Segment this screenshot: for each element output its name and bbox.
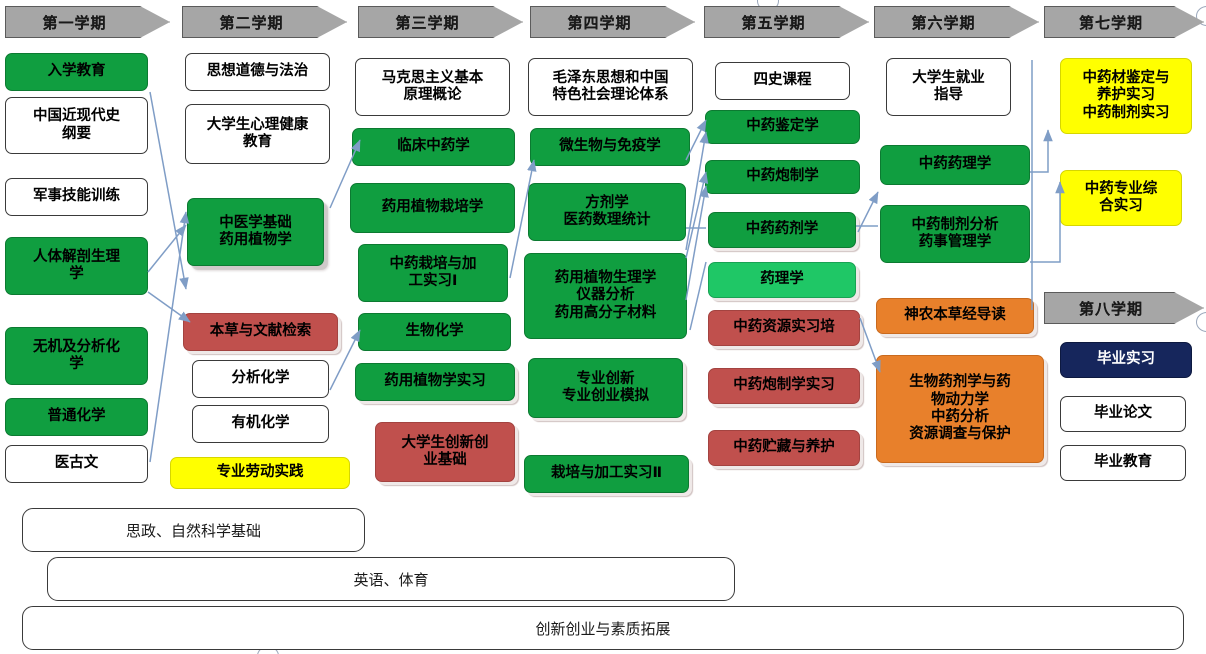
course-box[interactable]: 中药鉴定学 (705, 110, 860, 144)
foundation-bar-3[interactable]: 创新创业与素质拓展 (22, 606, 1184, 650)
course-box[interactable]: 中药专业综 合实习 (1060, 170, 1182, 226)
course-box[interactable]: 马克思主义基本 原理概论 (355, 58, 510, 116)
course-box[interactable]: 药用植物生理学 仪器分析 药用高分子材料 (524, 253, 687, 339)
course-box[interactable]: 医古文 (5, 445, 148, 483)
course-box[interactable]: 中药药理学 (880, 145, 1030, 185)
course-box[interactable]: 毕业教育 (1060, 445, 1186, 481)
semester-header-4[interactable]: 第四学期 (530, 6, 695, 38)
course-box[interactable]: 本草与文献检索 (183, 313, 338, 351)
course-box[interactable]: 普通化学 (5, 398, 148, 436)
course-box[interactable]: 中药炮制学 (705, 160, 860, 194)
course-box[interactable]: 中药资源实习培 (708, 310, 860, 346)
semester-header-8[interactable]: 第八学期 (1044, 292, 1204, 324)
course-box[interactable]: 大学生创新创 业基础 (375, 422, 515, 482)
course-box[interactable]: 中药炮制学实习 (708, 368, 860, 404)
course-box[interactable]: 有机化学 (192, 405, 329, 443)
course-box[interactable]: 专业劳动实践 (170, 457, 350, 489)
foundation-bar-1[interactable]: 思政、自然科学基础 (22, 508, 365, 552)
course-box[interactable]: 微生物与免疫学 (530, 128, 690, 166)
semester-header-3[interactable]: 第三学期 (358, 6, 523, 38)
course-box[interactable]: 毕业论文 (1060, 396, 1186, 432)
course-box[interactable]: 生物化学 (358, 313, 511, 351)
course-box[interactable]: 中药材鉴定与 养护实习 中药制剂实习 (1060, 58, 1192, 134)
course-box[interactable]: 栽培与加工实习Ⅱ (524, 455, 689, 493)
course-box[interactable]: 药用植物栽培学 (350, 183, 515, 233)
course-box[interactable]: 毛泽东思想和中国 特色社会理论体系 (528, 58, 693, 116)
semester-header-1[interactable]: 第一学期 (5, 6, 170, 38)
course-box[interactable]: 大学生就业 指导 (886, 58, 1011, 116)
semester-header-6[interactable]: 第六学期 (874, 6, 1039, 38)
course-box[interactable]: 药理学 (708, 262, 856, 298)
course-box[interactable]: 中国近现代史 纲要 (5, 97, 148, 154)
course-box[interactable]: 生物药剂学与药 物动力学 中药分析 资源调查与保护 (876, 355, 1044, 463)
course-box[interactable]: 分析化学 (192, 360, 329, 398)
decor-arc-right-mid (1196, 312, 1206, 332)
course-box[interactable]: 入学教育 (5, 53, 148, 91)
course-box[interactable]: 大学生心理健康 教育 (185, 104, 330, 164)
semester-header-2[interactable]: 第二学期 (182, 6, 347, 38)
course-box[interactable]: 临床中药学 (352, 128, 515, 166)
course-box[interactable]: 中药制剂分析 药事管理学 (880, 205, 1030, 263)
foundation-bar-2[interactable]: 英语、体育 (47, 557, 735, 601)
semester-header-5[interactable]: 第五学期 (704, 6, 869, 38)
course-box[interactable]: 中药栽培与加 工实习Ⅰ (358, 244, 508, 302)
course-box[interactable]: 神农本草经导读 (876, 298, 1034, 334)
semester-header-7[interactable]: 第七学期 (1044, 6, 1204, 38)
course-box[interactable]: 思想道德与法治 (185, 53, 330, 91)
course-box[interactable]: 中药贮藏与养护 (708, 430, 860, 466)
course-box[interactable]: 四史课程 (715, 62, 850, 100)
course-box[interactable]: 中药药剂学 (708, 212, 856, 248)
course-box[interactable]: 药用植物学实习 (355, 363, 515, 401)
course-box[interactable]: 军事技能训练 (5, 178, 148, 216)
course-box[interactable]: 方剂学 医药数理统计 (528, 183, 686, 241)
course-box[interactable]: 中医学基础 药用植物学 (187, 198, 324, 266)
course-box[interactable]: 无机及分析化 学 (5, 327, 148, 385)
course-box[interactable]: 人体解剖生理 学 (5, 237, 148, 295)
course-box[interactable]: 专业创新 专业创业模拟 (528, 358, 683, 418)
course-box[interactable]: 毕业实习 (1060, 342, 1192, 378)
